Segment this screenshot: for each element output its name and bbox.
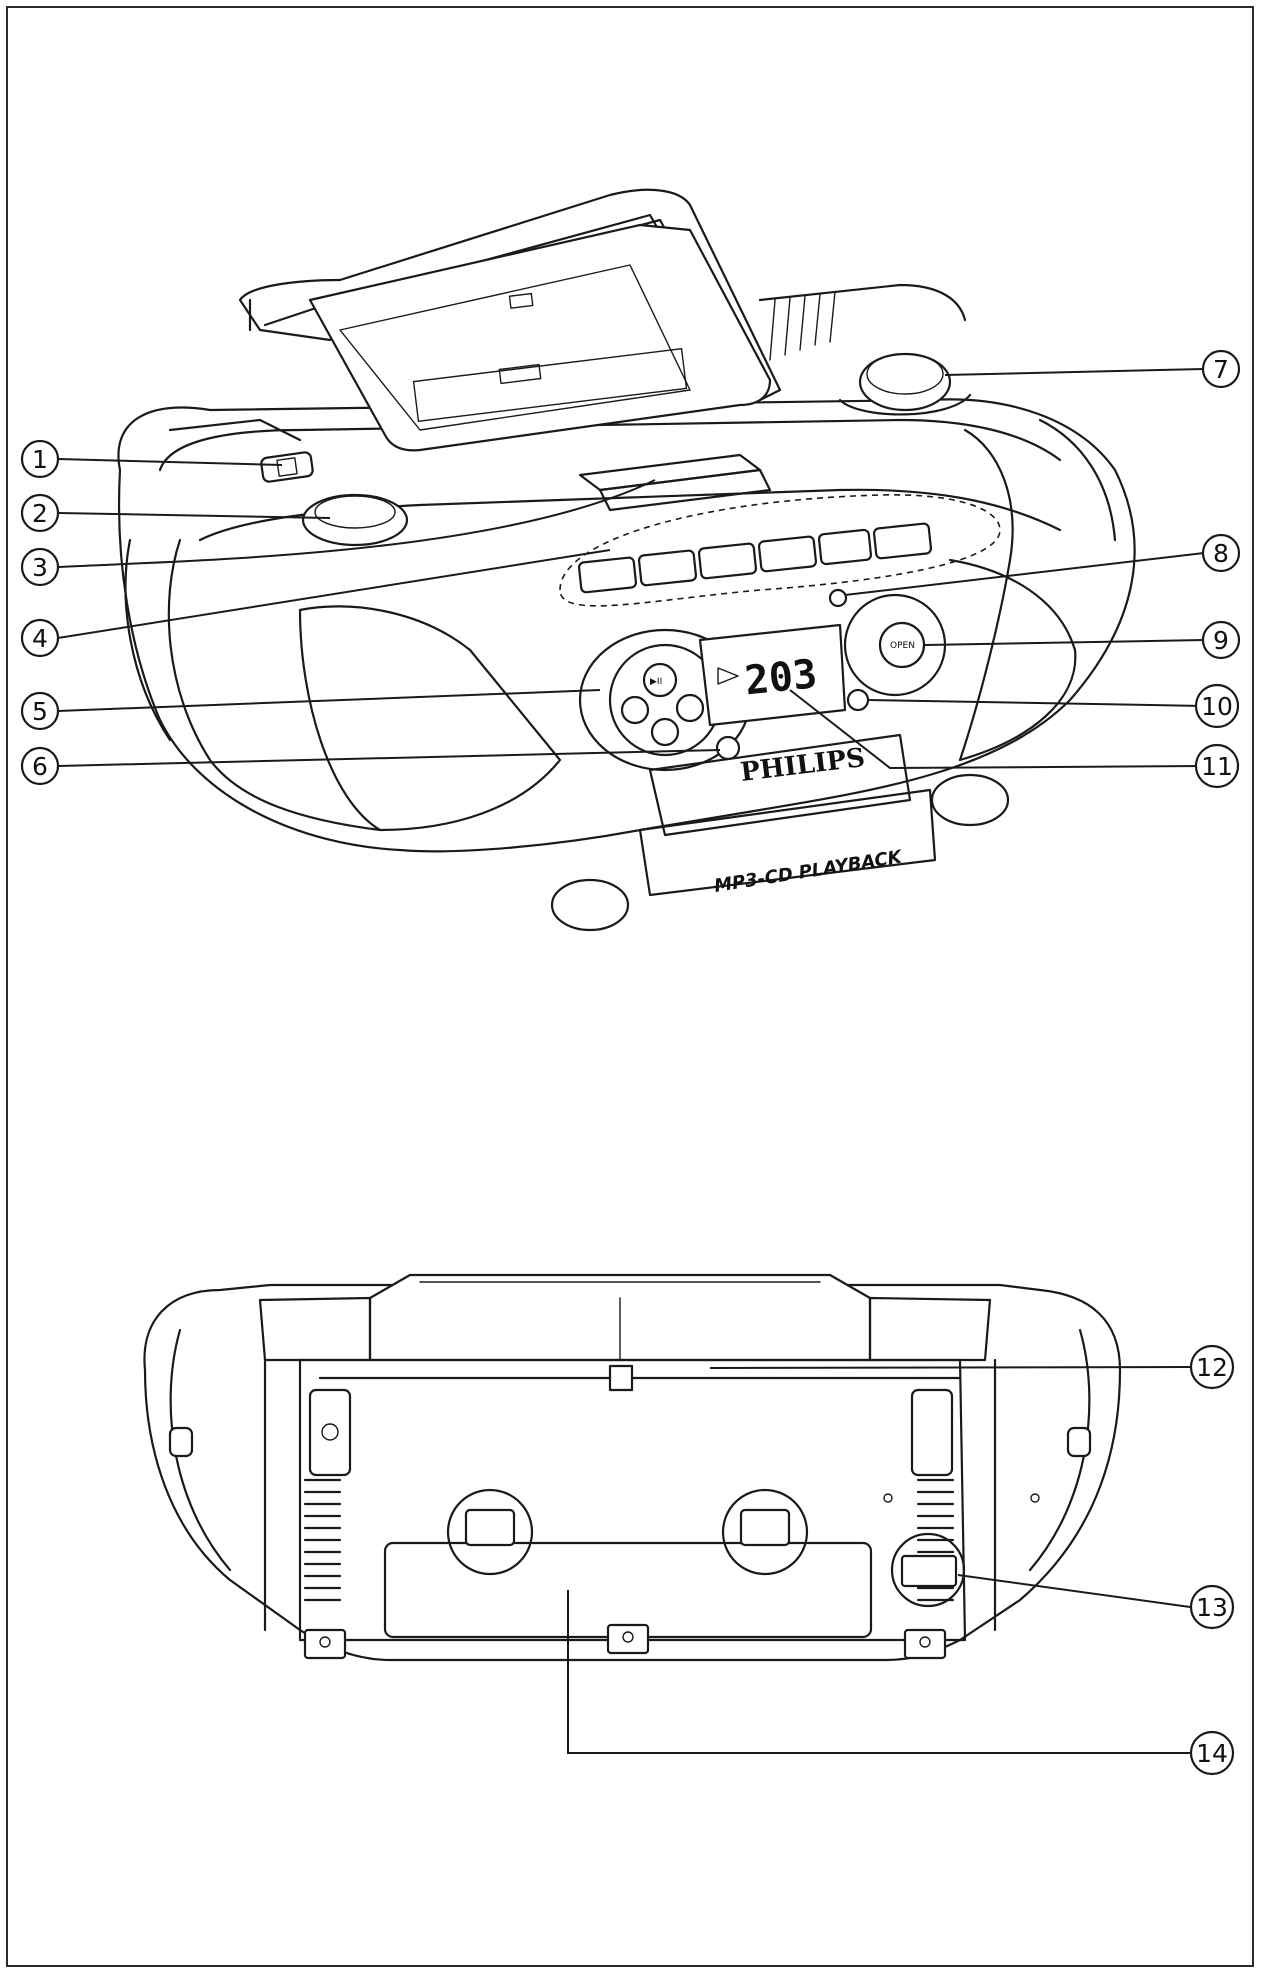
battery-latch-left[interactable] [464, 1508, 516, 1547]
center-foot [606, 1623, 650, 1655]
volume-knob[interactable] [301, 493, 409, 547]
model-label: MP3-CD PLAYBACK [713, 846, 905, 897]
cd-previous-button[interactable] [620, 695, 650, 725]
callout-5: 5 [20, 691, 60, 731]
cd-open-button[interactable] [878, 621, 926, 669]
callout-9: 9 [1201, 620, 1241, 660]
fast-forward-button[interactable] [757, 535, 818, 573]
callout-13: 13 [1189, 1584, 1235, 1630]
callout-1: 1 [20, 439, 60, 479]
callout-12: 12 [1189, 1344, 1235, 1390]
cassette-buttons [577, 522, 933, 594]
rear-clip [608, 1364, 634, 1392]
left-side-screw [168, 1426, 194, 1458]
rewind-button[interactable] [697, 542, 758, 580]
pause-button[interactable] [637, 549, 698, 587]
svg-text:7: 7 [1213, 355, 1229, 384]
callout-6: 6 [20, 746, 60, 786]
svg-text:5: 5 [32, 697, 48, 726]
cd-program-button[interactable] [846, 688, 870, 712]
callout-3: 3 [20, 547, 60, 587]
right-side-screw [1066, 1426, 1092, 1458]
svg-text:14: 14 [1196, 1739, 1228, 1768]
svg-text:9: 9 [1213, 626, 1229, 655]
mode-button[interactable] [715, 735, 741, 761]
svg-text:6: 6 [32, 752, 48, 781]
open-label: OPEN [890, 641, 915, 651]
svg-text:4: 4 [32, 624, 48, 653]
callout-14: 14 [1189, 1730, 1235, 1776]
display-readout: 203 [743, 651, 820, 704]
svg-text:11: 11 [1201, 752, 1233, 781]
callout-11: 11 [1194, 743, 1240, 789]
callout-2: 2 [20, 493, 60, 533]
play-pause-icon: ▶II [650, 677, 662, 687]
svg-text:13: 13 [1196, 1593, 1228, 1622]
left-foot [303, 1628, 347, 1660]
callout-10: 10 [1194, 683, 1240, 729]
callout-4: 4 [20, 618, 60, 658]
lcd-display [698, 623, 847, 727]
cd-play-pause-button[interactable] [642, 662, 678, 698]
callout-7: 7 [1201, 349, 1241, 389]
power-indicator [828, 588, 848, 608]
svg-text:8: 8 [1213, 539, 1229, 568]
stop-eject-button[interactable] [577, 556, 638, 594]
svg-text:1: 1 [32, 445, 48, 474]
battery-latch-right[interactable] [739, 1508, 791, 1547]
left-vents [303, 1478, 342, 1602]
front-view: ▶II 203 OPEN PHILIPS MP3-CD PLAYBACK [117, 188, 1136, 932]
ac-power-socket [900, 1554, 958, 1588]
cd-next-button[interactable] [675, 693, 705, 723]
page-frame [6, 6, 1254, 1967]
band-selector-switch[interactable] [260, 451, 314, 483]
play-button[interactable] [817, 528, 873, 566]
cd-stop-button[interactable] [650, 717, 680, 747]
record-button[interactable] [872, 522, 933, 560]
right-foot [903, 1628, 947, 1660]
callout-8: 8 [1201, 533, 1241, 573]
svg-text:2: 2 [32, 499, 48, 528]
back-view [143, 1273, 1122, 1662]
svg-text:3: 3 [32, 553, 48, 582]
svg-text:12: 12 [1196, 1353, 1228, 1382]
svg-text:10: 10 [1201, 692, 1233, 721]
callouts: 1 2 3 4 5 6 7 8 9 10 11 12 13 14 [20, 349, 1241, 1776]
leader-lines [57, 368, 1205, 1754]
